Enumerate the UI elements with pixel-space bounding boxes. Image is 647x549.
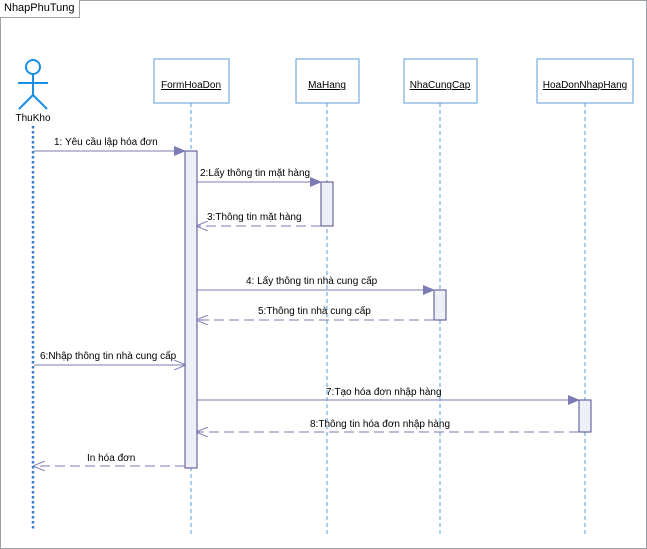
object-nhacungcap: NhaCungCap <box>403 58 478 104</box>
activation-mahang <box>320 181 334 227</box>
message-3: 3:Thông tin mặt hàng <box>197 212 321 226</box>
message-label: 4: Lấy thông tin nhà cung cấp <box>246 275 378 287</box>
message-2: 2:Lấy thông tin mặt hàng <box>197 167 322 187</box>
message-label: 1: Yêu cầu lập hóa đơn <box>54 136 158 148</box>
message-9: In hóa đơn <box>34 453 185 466</box>
object-hoadonnhaphang: HoaDonNhapHang <box>536 58 634 104</box>
object-box <box>295 58 360 104</box>
message-5: 5:Thông tin nhà cung cấp <box>197 305 434 320</box>
message-label: 2:Lấy thông tin mặt hàng <box>200 167 310 179</box>
object-name: MaHang <box>308 80 346 91</box>
actor-left-leg <box>18 94 34 110</box>
message-8: 8:Thông tin hóa đơn nhập hàng <box>197 419 579 432</box>
message-4: 4: Lấy thông tin nhà cung cấp <box>197 275 435 295</box>
object-name: NhaCungCap <box>410 80 471 91</box>
message-1: 1: Yêu cầu lập hóa đơn <box>34 136 186 156</box>
actor-name: ThuKho <box>15 113 50 124</box>
message-label: 8:Thông tin hóa đơn nhập hàng <box>310 419 450 430</box>
object-formhoadon: FormHoaDon <box>153 58 230 104</box>
frame-title: NhapPhuTung <box>0 0 80 18</box>
actor-right-leg <box>32 94 48 110</box>
actor-head-icon <box>25 59 41 75</box>
object-mahang: MaHang <box>295 58 360 104</box>
object-box <box>536 58 634 104</box>
message-label: 3:Thông tin mặt hàng <box>207 212 302 223</box>
object-name: HoaDonNhapHang <box>543 80 628 91</box>
activation-nhacungcap <box>433 289 447 321</box>
message-7: 7:Tạo hóa đơn nhập hàng <box>197 387 580 405</box>
message-label: 7:Tạo hóa đơn nhập hàng <box>326 387 442 398</box>
message-label: In hóa đơn <box>87 453 135 464</box>
activation-formhoadon <box>184 150 198 469</box>
object-box <box>403 58 478 104</box>
message-6: 6:Nhập thông tin nhà cung cấp <box>34 350 185 365</box>
actor-thukho: ThuKho <box>15 59 51 124</box>
activation-hoadonnhaphang <box>578 399 592 433</box>
object-name: FormHoaDon <box>161 80 221 91</box>
message-label: 5:Thông tin nhà cung cấp <box>258 305 371 317</box>
message-label: 6:Nhập thông tin nhà cung cấp <box>40 350 177 362</box>
